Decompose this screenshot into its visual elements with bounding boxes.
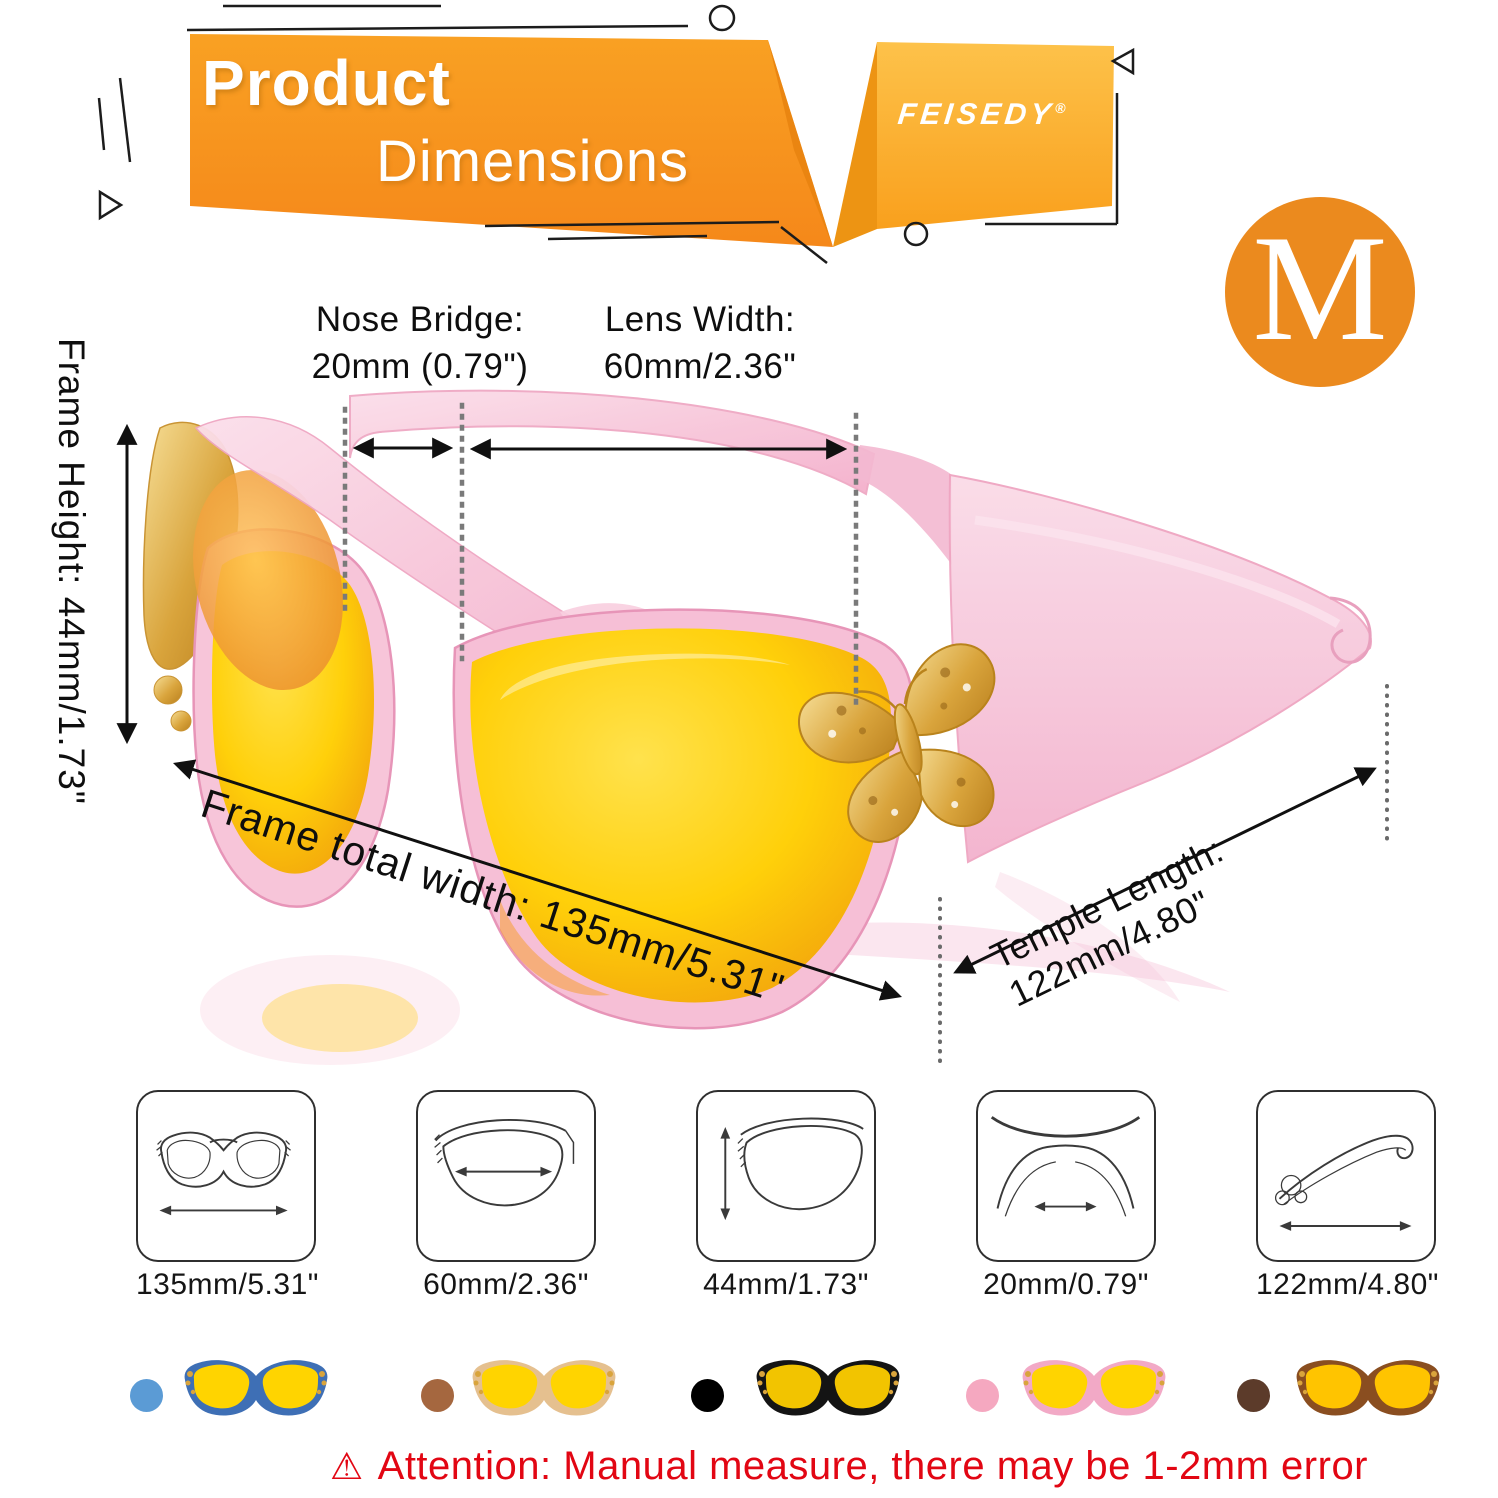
attention-text: Attention: Manual measure, there may be …: [377, 1444, 1369, 1488]
banner-ribbon: [190, 34, 1114, 247]
brand-logo: FEISEDY®: [896, 98, 1066, 132]
variant-glasses-dark-brown: [1292, 1352, 1444, 1424]
dimension-arrows: [116, 423, 1377, 1001]
thumbnail-label-lens-width: 60mm/2.36": [423, 1268, 589, 1301]
brand-name: FEISEDY: [896, 98, 1057, 131]
dotted-guides: [938, 684, 1389, 1063]
warning-icon: ⚠: [329, 1446, 364, 1487]
thumbnail-frame-width: [136, 1090, 316, 1262]
thumbnail-label-nose-bridge: 20mm/0.79": [983, 1268, 1149, 1301]
attention-note: ⚠ Attention: Manual measure, there may b…: [200, 1444, 1498, 1489]
size-badge: M: [1225, 197, 1415, 387]
color-dot-blue: [130, 1379, 163, 1412]
variant-glasses-blue: [180, 1352, 332, 1424]
thumbnail-lens-width: [416, 1090, 596, 1262]
thumbnail-label-frame-width: 135mm/5.31": [136, 1268, 319, 1301]
thumbnail-label-lens-height: 44mm/1.73": [703, 1268, 869, 1301]
variant-glasses-pink: [1018, 1352, 1170, 1424]
frame-height-label: Frame Height: 44mm/1.73": [51, 338, 92, 805]
variant-glasses-brown: [468, 1352, 620, 1424]
variant-glasses-black: [752, 1352, 904, 1424]
color-dot-pink: [966, 1379, 999, 1412]
dashed-guides: [342, 402, 859, 708]
registered-mark: ®: [1054, 100, 1067, 116]
temple-length-arrow: [953, 767, 1377, 974]
color-dot-black: [691, 1379, 724, 1412]
banner-title-line1: Product: [202, 47, 451, 119]
decorative-lines: [97, 4, 1135, 264]
color-dot-dark-brown: [1237, 1379, 1270, 1412]
nose-bridge-label: Nose Bridge: 20mm (0.79"): [311, 300, 529, 387]
thumbnail-nose-bridge: [976, 1090, 1156, 1262]
thumbnail-temple-length: [1256, 1090, 1436, 1262]
banner-title-line2: Dimensions: [376, 129, 689, 194]
frame-width-arrow: [173, 759, 902, 1001]
color-dot-brown: [421, 1379, 454, 1412]
thumbnail-label-temple-length: 122mm/4.80": [1256, 1268, 1439, 1301]
thumbnail-lens-height: [696, 1090, 876, 1262]
lens-width-label: Lens Width: 60mm/2.36": [603, 300, 797, 387]
size-badge-letter: M: [1252, 204, 1388, 372]
